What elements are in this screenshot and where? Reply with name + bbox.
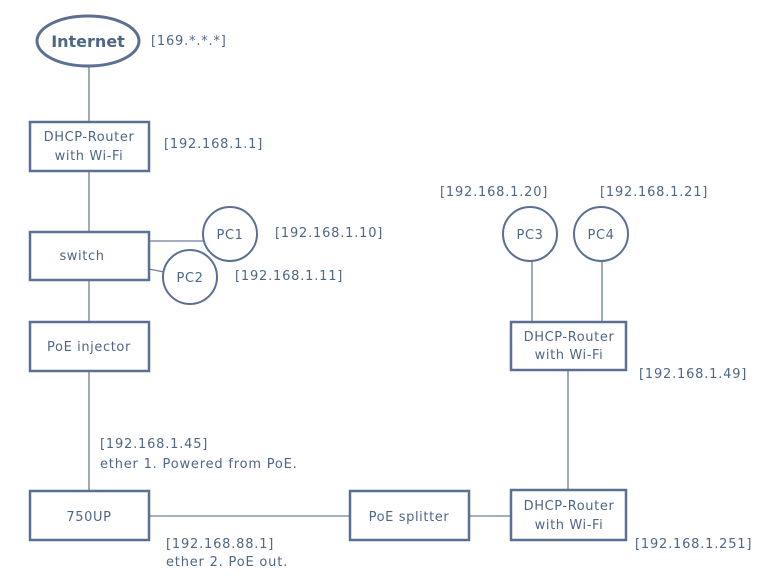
router-main-label-line1: DHCP-Router — [44, 130, 135, 145]
poe-injector-node: PoE injector — [28, 320, 151, 373]
pc1-ip-label: [192.168.1.10] — [275, 226, 383, 241]
poe-injector-label: PoE injector — [47, 340, 131, 355]
pc3-label: PC3 — [517, 228, 544, 243]
switch-node: switch — [28, 230, 151, 282]
pc4-label: PC4 — [588, 228, 615, 243]
router-main-node: DHCP-Router with Wi-Fi — [28, 120, 151, 173]
ether2-note-label: ether 2. PoE out. — [166, 555, 288, 570]
internet-node: Internet — [35, 14, 141, 68]
ether2-ip-label: [192.168.88.1] — [166, 537, 274, 552]
router-bottom-ip-label: [192.168.1.251] — [635, 537, 752, 552]
router-right-label-line1: DHCP-Router — [524, 330, 615, 345]
ether1-note-label: ether 1. Powered from PoE. — [100, 457, 298, 472]
pc4-ip-label: [192.168.1.21] — [600, 185, 708, 200]
router-bottom-label-line2: with Wi-Fi — [535, 518, 604, 533]
pc2-label: PC2 — [177, 271, 204, 286]
connections — [88, 66, 603, 517]
pc4-node: PC4 — [573, 206, 629, 262]
pc1-node: PC1 — [202, 206, 258, 262]
internet-ip-label: [169.*.*.*] — [151, 34, 227, 49]
pc2-ip-label: [192.168.1.11] — [235, 269, 343, 284]
router-right-label-line2: with Wi-Fi — [535, 348, 604, 363]
poe-splitter-label: PoE splitter — [369, 510, 450, 525]
router-right-node: DHCP-Router with Wi-Fi — [509, 320, 628, 372]
ether1-ip-label: [192.168.1.45] — [100, 437, 208, 452]
pc3-ip-label: [192.168.1.20] — [440, 185, 548, 200]
router-bottom-node: DHCP-Router with Wi-Fi — [509, 488, 628, 542]
750up-label: 750UP — [66, 510, 111, 525]
pc2-node: PC2 — [162, 249, 218, 305]
router-right-ip-label: [192.168.1.49] — [639, 367, 747, 382]
internet-label: Internet — [51, 32, 125, 51]
router-bottom-label-line1: DHCP-Router — [524, 499, 615, 514]
750up-node: 750UP — [28, 489, 151, 542]
switch-label: switch — [59, 249, 104, 264]
link-switch-pc2 — [148, 268, 165, 273]
pc3-node: PC3 — [502, 206, 558, 262]
poe-splitter-node: PoE splitter — [348, 489, 471, 542]
pc1-label: PC1 — [217, 228, 244, 243]
router-main-label-line2: with Wi-Fi — [55, 149, 124, 164]
router-main-ip-label: [192.168.1.1] — [164, 137, 263, 152]
